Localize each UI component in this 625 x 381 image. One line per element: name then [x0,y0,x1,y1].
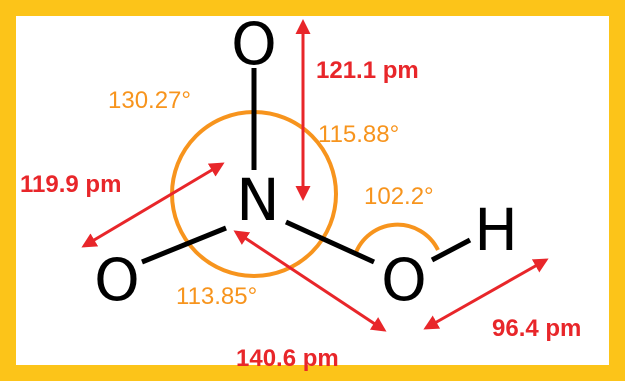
arrow-n-o-hydroxyl-length [233,230,387,332]
label-n-o-left-length: 119.9 pm [20,171,121,198]
atom-nitrogen: N [236,166,279,234]
label-o-left-n-oh-angle: 113.85° [176,283,257,310]
label-n-o-top-length: 121.1 pm [316,57,419,84]
atom-hydrogen: H [474,196,518,264]
arrow-n-o-left-length [81,162,225,248]
atom-oxygen-left: O [94,246,140,314]
label-o-top-n-oh-angle: 115.88° [318,121,399,148]
label-o-h-length: 96.4 pm [492,315,581,342]
label-o-n-o-angle: 130.27° [108,87,191,114]
label-n-o-h-angle: 102.2° [364,183,434,210]
atom-oxygen-top: O [231,10,277,78]
bond-o-h [430,237,472,263]
atom-oxygen-hydroxyl: O [381,246,427,314]
arrow-o-h-length [423,258,549,330]
label-n-o-hydroxyl-length: 140.6 pm [236,345,339,372]
